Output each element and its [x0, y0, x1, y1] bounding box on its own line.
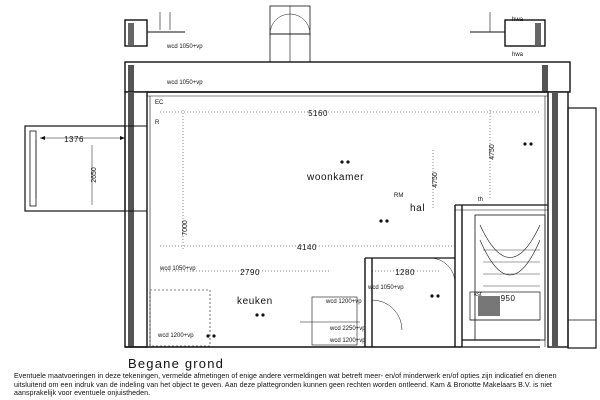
label-hwa-top: hwa	[512, 17, 524, 23]
label-wcd-6: wcd 1200+vp	[157, 333, 194, 339]
label-kst: kst	[474, 292, 482, 298]
room-label-hall: hal	[410, 203, 425, 214]
bay-window	[24, 125, 147, 212]
outer-walls	[124, 61, 597, 349]
label-wcd-3: wcd 1050+vp	[159, 266, 196, 272]
dim-top-width: 5160	[308, 109, 328, 118]
dim-bay-depth: 2650	[91, 167, 98, 183]
label-wcd-2: wcd 1050+vp	[166, 80, 203, 86]
dim-stair-width: 950	[501, 294, 516, 303]
label-wcd-1: wcd 1050+vp	[166, 44, 203, 50]
floor-title: Begane grond	[128, 356, 225, 371]
room-label-living: woonkamer	[306, 172, 364, 183]
label-wcd-8: wcd 1200+vp	[329, 338, 366, 344]
label-ec: EC	[155, 100, 164, 106]
room-label-kitchen: keuken	[237, 296, 273, 307]
floor-plan: 5160 4140 2790 1280 1376 2650 7000 4750 …	[24, 5, 597, 349]
interior-lines	[149, 110, 548, 347]
outlet-symbols	[206, 142, 533, 338]
disclaimer-text: Eventuele maatvoeringen in deze tekening…	[14, 372, 557, 398]
label-wcd-7: wcd 2250+vp	[329, 326, 366, 332]
label-rm: RM	[394, 193, 403, 199]
dim-hall-width: 1280	[395, 268, 415, 277]
dim-bay-width: 1376	[64, 135, 84, 144]
dim-left-depth: 7000	[182, 220, 189, 236]
label-th: th	[478, 197, 483, 203]
dim-right-depth: 4750	[489, 144, 496, 160]
dim-kitchen-width: 2790	[240, 268, 260, 277]
label-wcd-4: wcd 1200+vp	[325, 299, 362, 305]
dim-middle-width: 4140	[297, 243, 317, 252]
dim-hall-depth: 4750	[432, 172, 439, 188]
label-hwa-mid: hwa	[512, 52, 524, 58]
label-wcd-5: wcd 1050+vp	[367, 285, 404, 291]
label-r: R	[155, 120, 160, 126]
